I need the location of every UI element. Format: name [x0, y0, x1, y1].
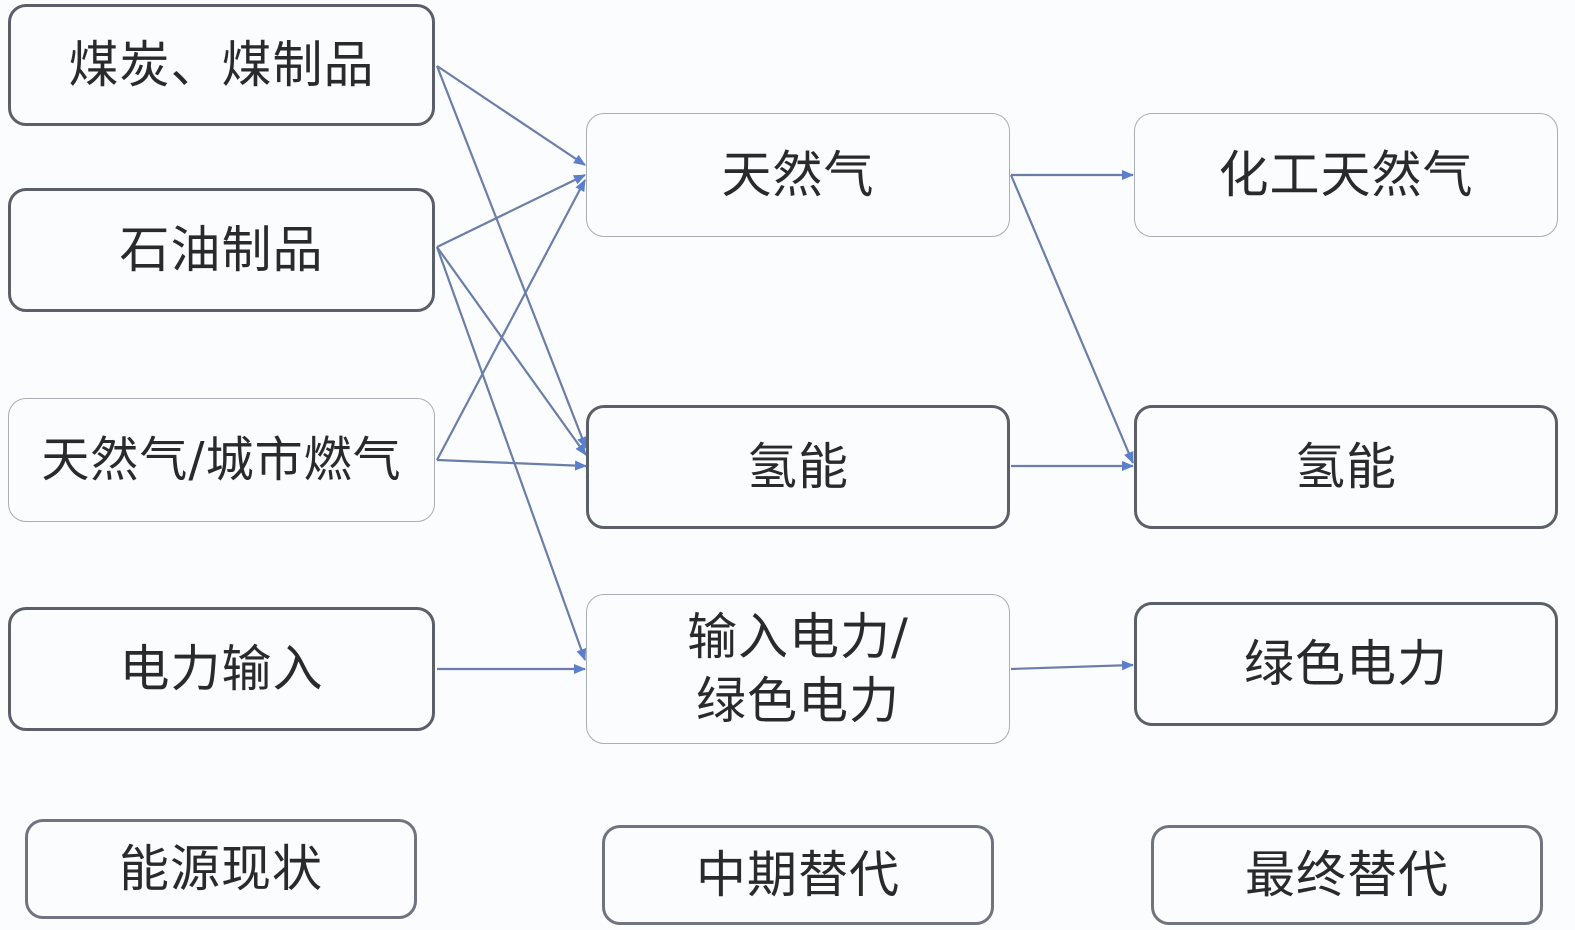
arrow-oil-to-power: [435, 246, 587, 661]
mid-natural-gas: 天然气: [586, 113, 1010, 237]
mid-power: 输入电力/ 绿色电力: [586, 594, 1010, 744]
mid-natural-gas-label: 天然气: [721, 146, 875, 204]
source-gas-city: 天然气/城市燃气: [8, 398, 435, 522]
final-chem-gas: 化工天然气: [1134, 113, 1558, 237]
column-label-current: 能源现状: [25, 819, 417, 919]
source-oil-label: 石油制品: [119, 221, 324, 279]
final-hydrogen: 氢能: [1134, 405, 1558, 529]
arrow-gas-to-natural-gas: [436, 179, 586, 461]
arrow-natural-gas-to-hydrogen-final: [1009, 174, 1135, 464]
mid-hydrogen-label: 氢能: [747, 438, 849, 496]
column-label-mid-term: 中期替代: [602, 825, 994, 925]
column-label-mid-term-text: 中期替代: [696, 846, 900, 904]
column-label-final-text: 最终替代: [1245, 846, 1449, 904]
mid-power-label-line2: 绿色电力: [696, 672, 900, 730]
arrow-coal-to-hydrogen: [435, 65, 588, 449]
final-green-power-label: 绿色电力: [1244, 635, 1448, 693]
arrow-oil-to-hydrogen: [436, 246, 587, 456]
arrow-power-to-green-power: [1010, 660, 1134, 671]
arrow-oil-to-natural-gas: [436, 174, 586, 248]
arrow-coal-to-natural-gas: [436, 65, 586, 166]
mid-power-label-line1: 输入电力/: [687, 608, 909, 666]
source-coal: 煤炭、煤制品: [8, 4, 435, 126]
source-oil: 石油制品: [8, 188, 435, 312]
source-power-input-label: 电力输入: [119, 640, 324, 698]
arrow-gas-to-hydrogen: [436, 458, 587, 471]
final-hydrogen-label: 氢能: [1295, 438, 1397, 496]
source-gas-city-label: 天然气/城市燃气: [41, 432, 402, 488]
column-label-final: 最终替代: [1151, 825, 1543, 925]
column-label-current-text: 能源现状: [119, 840, 323, 898]
source-power-input: 电力输入: [8, 607, 435, 731]
mid-hydrogen: 氢能: [586, 405, 1010, 529]
final-chem-gas-label: 化工天然气: [1218, 146, 1474, 204]
source-coal-label: 煤炭、煤制品: [68, 36, 375, 94]
final-green-power: 绿色电力: [1134, 602, 1558, 726]
